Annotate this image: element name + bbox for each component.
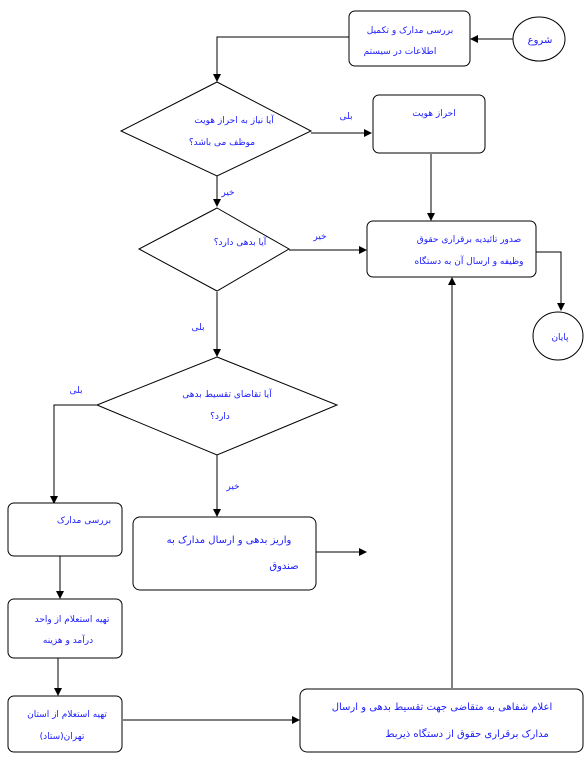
auth-question-line2: موظف می باشد؟ <box>189 138 255 148</box>
auth-question-node: آیا نیاز به احراز هویت موظف می باشد؟ <box>119 81 313 177</box>
issue-confirmation-node: صدور تائیدیه برقراری حقوق وظیفه و ارسال … <box>366 220 537 278</box>
review-docs-2-node: بررسی مدارک <box>7 502 123 557</box>
arrow-review-to-auth <box>213 36 349 82</box>
edge-label-debt-no: خیر <box>312 232 326 242</box>
inquiry-province-line2: تهران(ستاد) <box>40 732 85 742</box>
edge-label-debt-yes: بلی <box>192 323 205 333</box>
notify-installment-line1: اعلام شفاهی به متقاضی جهت تقسیط بدهی و ا… <box>332 702 553 713</box>
review-docs-node: بررسی مدارک و تکمیل اطلاعات در سیستم <box>348 10 471 67</box>
review-docs-label-line1: بررسی مدارک و تکمیل <box>367 25 453 36</box>
issue-confirmation-line1: صدور تائیدیه برقراری حقوق <box>417 235 522 245</box>
installment-question-line1: آیا تقاضای تقسیط بدهی <box>182 388 272 400</box>
arrow-issue-to-end <box>536 251 565 311</box>
end-label: پایان <box>551 333 569 343</box>
auth-question-line1: آیا نیاز به احراز هویت <box>194 114 274 126</box>
inquiry-unit-node: تهیه استعلام از واحد درآمد و هزینه <box>7 598 123 659</box>
pay-debt-node: واریز بدهی و ارسال مدارک به صندوق <box>132 516 317 591</box>
debt-question-node: آیا بدهی دارد؟ <box>137 207 291 292</box>
inquiry-unit-line1: تهیه استعلام از واحد <box>35 615 110 625</box>
end-node: پایان <box>532 311 584 361</box>
edge-label-installment-yes: بلی <box>70 386 83 396</box>
issue-confirmation-line2: وظیفه و ارسال آن به دستگاه <box>414 255 523 267</box>
start-label: شروع <box>528 35 553 46</box>
installment-question-line2: دارد؟ <box>210 412 230 422</box>
installment-question-node: آیا تقاضای تقسیط بدهی دارد؟ <box>95 356 339 456</box>
authenticate-node: احراز هویت <box>372 94 486 154</box>
inquiry-province-node: تهیه استعلام از استان تهران(ستاد) <box>7 695 123 753</box>
review-docs-2-label: بررسی مدارک <box>57 515 111 526</box>
review-docs-label-line2: اطلاعات در سیستم <box>364 47 437 57</box>
inquiry-unit-line2: درآمد و هزینه <box>43 634 93 646</box>
notify-installment-line2: مدارک برقراری حقوق از دستگاه ذیربط <box>385 728 549 740</box>
edge-label-installment-no: خیر <box>225 482 239 492</box>
authenticate-label: احراز هویت <box>412 109 455 119</box>
connectors <box>50 35 565 724</box>
pay-debt-line2: صندوق <box>269 561 298 572</box>
inquiry-province-line1: تهیه استعلام از استان <box>27 710 107 720</box>
notify-installment-node: اعلام شفاهی به متقاضی جهت تقسیط بدهی و ا… <box>299 688 584 753</box>
pay-debt-line1: واریز بدهی و ارسال مدارک به <box>167 535 292 546</box>
arrow-installment-yes <box>50 404 98 504</box>
debt-question-label: آیا بدهی دارد؟ <box>214 236 267 248</box>
start-node: شروع <box>512 16 566 62</box>
edge-label-auth-no: خیر <box>220 188 234 198</box>
edge-label-auth-yes: بلی <box>340 112 353 122</box>
